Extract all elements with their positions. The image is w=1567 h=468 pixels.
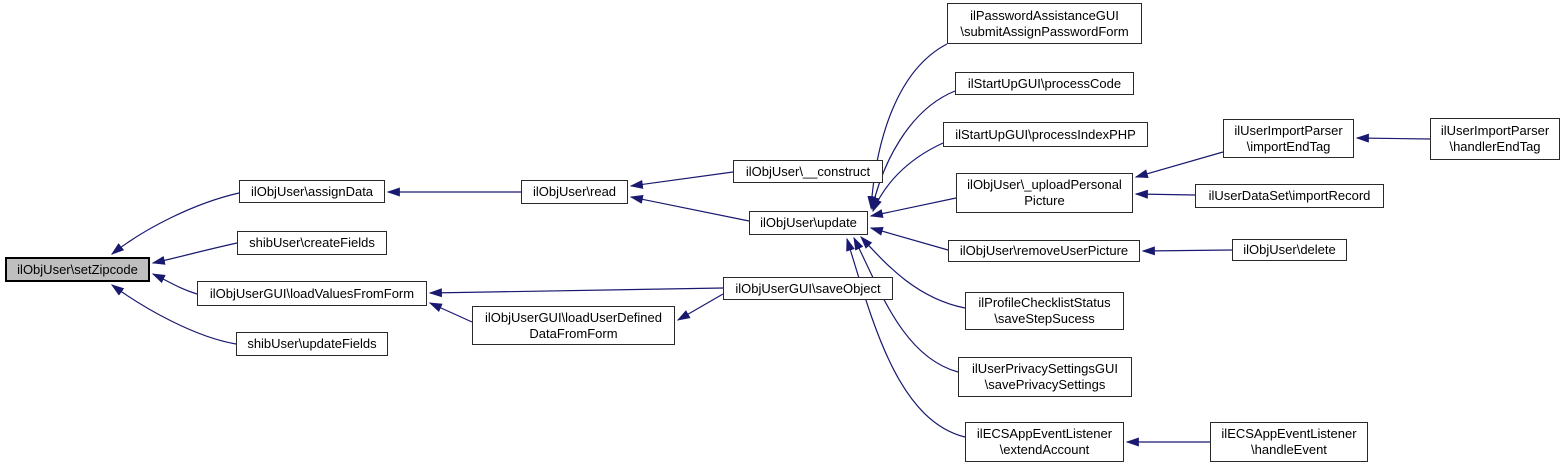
edge-extendAccount-to-update [846, 237, 966, 438]
graph-node-delete[interactable]: ilObjUser\delete [1232, 239, 1347, 261]
graph-node-savePrivacySettings[interactable]: ilUserPrivacySettingsGUI \savePrivacySet… [958, 357, 1132, 397]
edge-createFields-to-setZipcode [151, 242, 238, 265]
edge-importEndTag-to-uploadPersonalPicture [1134, 151, 1224, 179]
graph-node-handlerEndTag[interactable]: ilUserImportParser \handlerEndTag [1430, 118, 1560, 160]
graph-node-read[interactable]: ilObjUser\read [521, 180, 628, 204]
edge-importRecord-to-uploadPersonalPicture [1134, 189, 1196, 199]
edge-saveObject-to-loadUserDefinedDataFromForm [676, 293, 724, 321]
graph-node-setZipcode: ilObjUser\setZipcode [5, 257, 150, 282]
edge-updateFields-to-setZipcode [110, 284, 237, 345]
graph-node-removeUserPicture[interactable]: ilObjUser\removeUserPicture [948, 240, 1140, 262]
graph-node-assignData[interactable]: ilObjUser\assignData [239, 180, 385, 203]
graph-node-update[interactable]: ilObjUser\update [749, 211, 868, 235]
graph-node-saveObject[interactable]: ilObjUserGUI\saveObject [723, 277, 893, 300]
graph-node-submitAssignPasswordForm[interactable]: ilPasswordAssistanceGUI \submitAssignPas… [947, 3, 1142, 44]
edge-saveStepSucess-to-update [860, 236, 966, 309]
graph-node-loadUserDefinedDataFromForm[interactable]: ilObjUserGUI\loadUserDefined DataFromFor… [472, 306, 675, 345]
edge-removeUserPicture-to-update [869, 226, 949, 251]
graph-node-handleEvent[interactable]: ilECSAppEventListener \handleEvent [1210, 422, 1368, 462]
edge-update-to-read [629, 194, 750, 222]
edge-loadUserDefinedDataFromForm-to-loadValuesFromForm [428, 302, 473, 323]
graph-node-uploadPersonalPicture[interactable]: ilObjUser\_uploadPersonal Picture [956, 173, 1133, 213]
graph-node-extendAccount[interactable]: ilECSAppEventListener \extendAccount [965, 422, 1124, 462]
graph-node-processCode[interactable]: ilStartUpGUI\processCode [955, 72, 1134, 95]
edge-construct-to-read [629, 171, 734, 189]
edges-group [110, 43, 1431, 447]
edge-assignData-to-setZipcode [110, 192, 240, 255]
graph-node-createFields[interactable]: shibUser\createFields [237, 231, 387, 255]
graph-node-loadValuesFromForm[interactable]: ilObjUserGUI\loadValuesFromForm [197, 281, 427, 306]
graph-node-importRecord[interactable]: ilUserDataSet\importRecord [1195, 184, 1384, 208]
graph-node-saveStepSucess[interactable]: ilProfileChecklistStatus \saveStepSucess [965, 292, 1124, 330]
edge-savePrivacySettings-to-update [853, 236, 959, 373]
edge-submitAssignPasswordForm-to-update [867, 43, 948, 210]
graph-node-updateFields[interactable]: shibUser\updateFields [236, 332, 388, 356]
edge-delete-to-removeUserPicture [1141, 246, 1233, 256]
graph-node-construct[interactable]: ilObjUser\__construct [733, 160, 883, 183]
graph-node-importEndTag[interactable]: ilUserImportParser \importEndTag [1223, 119, 1354, 158]
graph-node-processIndexPHP[interactable]: ilStartUpGUI\processIndexPHP [943, 122, 1148, 147]
edge-handlerEndTag-to-importEndTag [1355, 133, 1431, 143]
edge-saveObject-to-loadValuesFromForm [428, 287, 724, 298]
edge-loadValuesFromForm-to-setZipcode [151, 273, 198, 295]
edge-uploadPersonalPicture-to-update [869, 197, 957, 218]
edge-processCode-to-update [870, 90, 956, 211]
edge-processIndexPHP-to-update [872, 142, 944, 213]
